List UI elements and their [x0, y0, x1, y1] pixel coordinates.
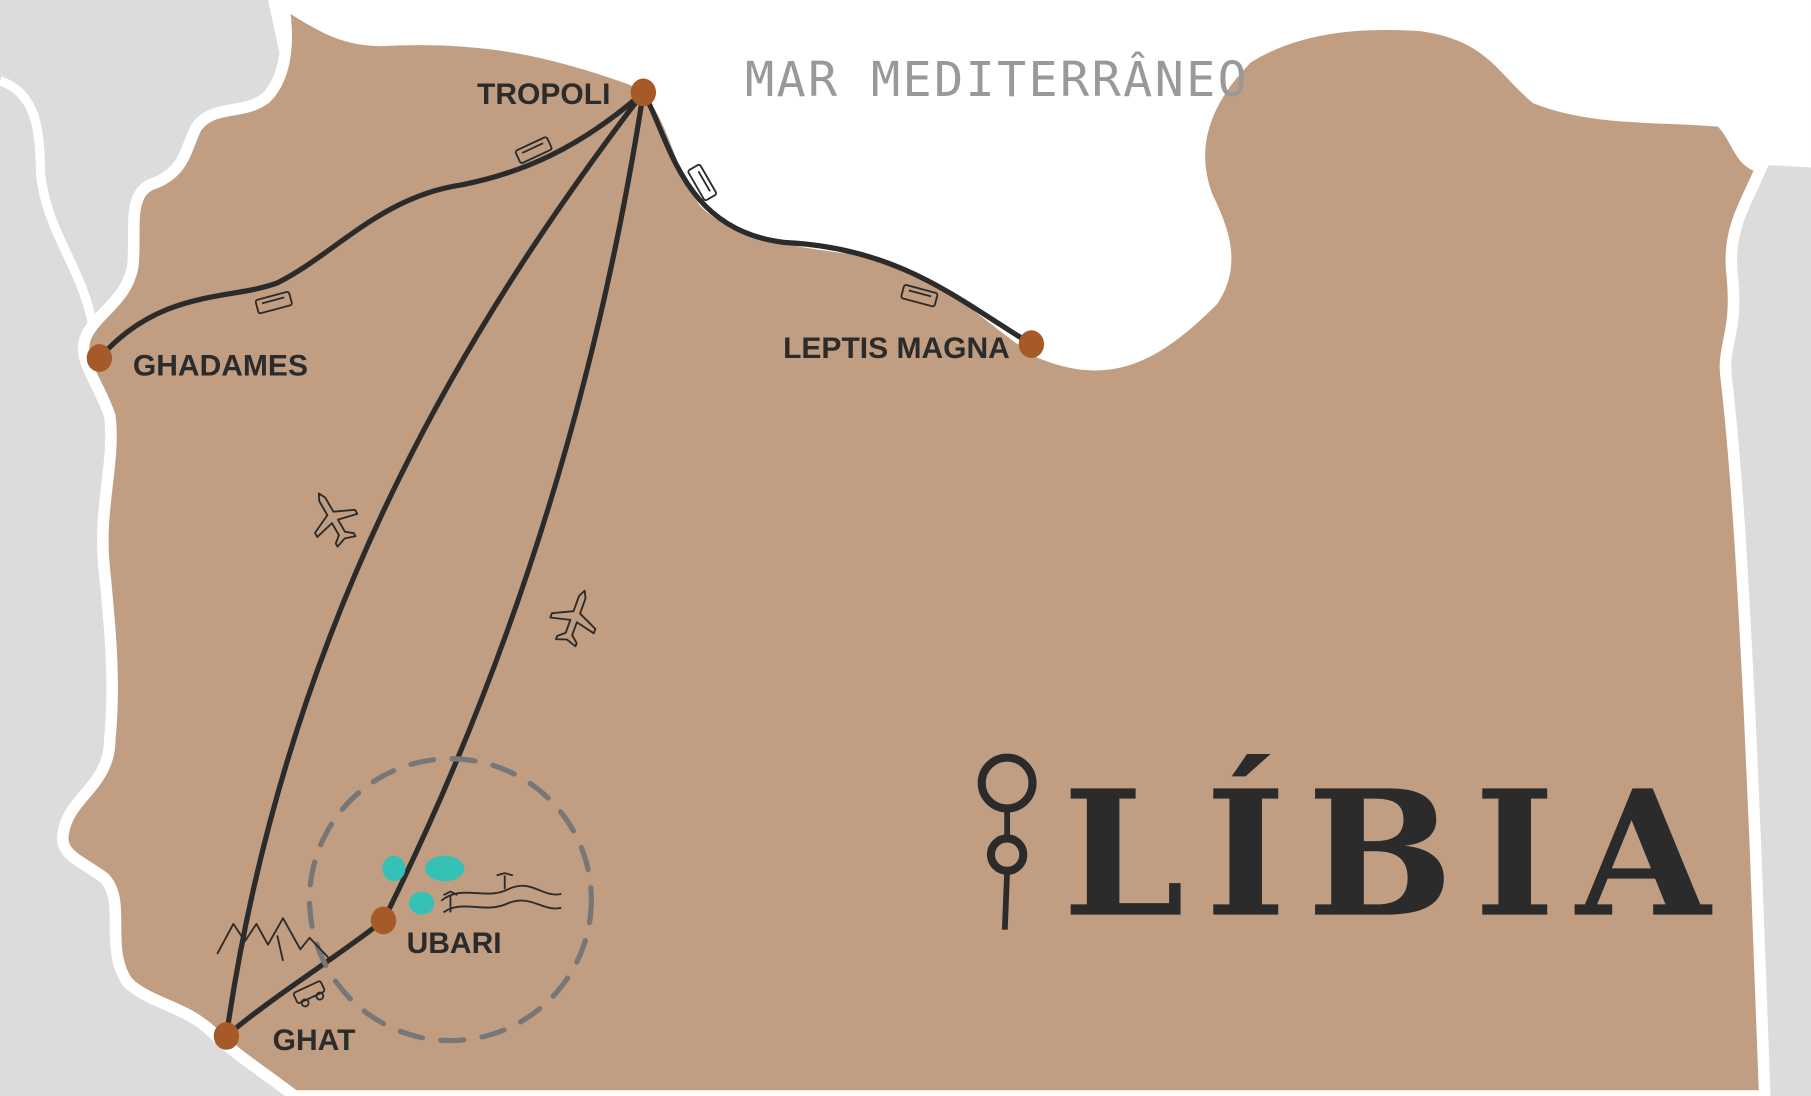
- bus-icon: [514, 136, 553, 164]
- route-ghat-ubari: [223, 917, 387, 1039]
- route-tropoli-ubari: [380, 89, 646, 924]
- marker-ubari[interactable]: [370, 906, 397, 935]
- city-label-tropoli: TROPOLI: [477, 78, 610, 111]
- city-label-ubari: UBARI: [407, 927, 502, 960]
- mountains-icon: [216, 917, 330, 962]
- bus-icon: [254, 291, 293, 315]
- map-title: LÍBIA: [1063, 752, 1732, 956]
- city-markers: [86, 78, 1045, 1050]
- desert-dunes-icon: [440, 872, 562, 914]
- land-libya: [56, 0, 1771, 1096]
- city-label-ghadames: GHADAMES: [133, 349, 308, 382]
- marker-tropoli[interactable]: [630, 78, 657, 107]
- marker-ghadames[interactable]: [86, 344, 113, 372]
- sea-label: MAR MEDITERRÂNEO: [745, 51, 1249, 108]
- route-tropoli-ghadames: [99, 89, 646, 359]
- jeep-icon: [292, 980, 326, 1008]
- marker-ghat[interactable]: [213, 1022, 240, 1050]
- plane-icon: [549, 589, 597, 648]
- route-tropoli-leptis: [640, 89, 1034, 347]
- map-pin-icon: [977, 753, 1037, 930]
- marker-leptis-magna[interactable]: [1018, 330, 1045, 359]
- ubari-highlight-circle: [306, 756, 594, 1044]
- bus-icon: [900, 284, 939, 308]
- oasis-icon: [382, 855, 465, 915]
- bus-icon: [687, 163, 717, 202]
- white-border-left: [0, 76, 97, 325]
- city-label-ghat: GHAT: [273, 1024, 356, 1057]
- route-tropoli-ghat: [223, 89, 646, 1039]
- city-label-leptis-magna: LEPTIS MAGNA: [783, 332, 1010, 365]
- plane-icon: [314, 492, 359, 548]
